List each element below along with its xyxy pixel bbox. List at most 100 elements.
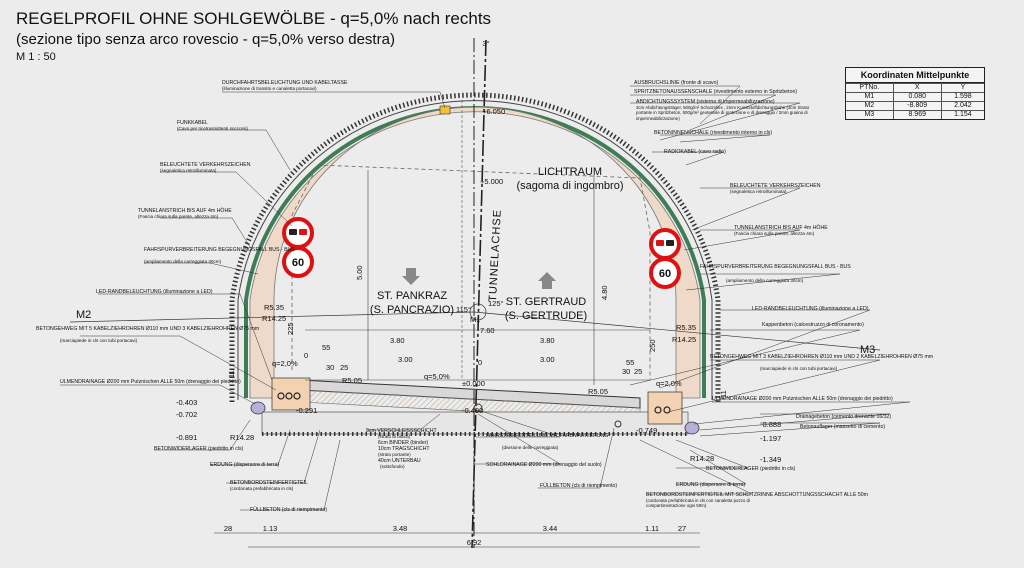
coordinate-table: Koordinaten Mittelpunkte PTNo. X Y M1 0.…: [845, 67, 985, 120]
elevation-label: -0.403: [176, 398, 197, 407]
radius-535-left: R5.35: [264, 303, 284, 312]
cable-duct: [293, 392, 301, 400]
dim-250: 250: [648, 339, 657, 352]
label-abutment-left: BETONWIDERLAGER (piedritto in cls): [154, 446, 244, 452]
radius-1425-right: R14.25: [672, 335, 696, 344]
left-drainage: [250, 401, 266, 415]
label-curb-left-it: (cordonata prefabbricata in cls): [230, 486, 294, 491]
elevation-label: -0.888: [760, 420, 781, 429]
label-wear-layer-it: (strato di usura): [378, 434, 411, 439]
label-grounding-left: ERDUNG (dispersore di terra): [210, 462, 279, 468]
label-curb-left: BETONBORDSTEINFERTIGTEIL: [230, 480, 308, 486]
label-radio-cable: FUNKKABEL: [177, 120, 208, 126]
direction-left: ST. PANKRAZ: [377, 290, 447, 302]
tilted-axis: [471, 39, 487, 549]
m3-line: [473, 311, 881, 351]
label-led-left: LED-RANDBELEUCHTUNG (illuminazione a LED…: [96, 289, 213, 295]
right-curb-drain: [614, 420, 622, 428]
label-lighting: DURCHFAHRTSBELEUCHTUNG UND KABELTASSE: [222, 80, 348, 86]
label-curb-right: BETONBORDSTEINFERTIGTEIL MIT SCHLITZRINN…: [646, 492, 868, 498]
coord-cell: 1.598: [941, 92, 984, 102]
walkway-slope-left: q=2,0%: [272, 359, 298, 368]
dim-30-right: 30: [622, 367, 630, 376]
radius-535-right: R5.35: [676, 323, 696, 332]
radius-1425-left: R14.25: [262, 314, 286, 323]
label-paint-left-it: (Fascia chiara sulla parete, altezza 4m): [138, 214, 219, 219]
coord-cell: -8.809: [893, 101, 942, 111]
label-abutment-right: BETONWIDERLAGER (piedritto in cls): [706, 466, 796, 472]
m2-line: [69, 311, 475, 323]
bottom-dim: 27: [678, 524, 686, 533]
label-widening-right: FAHRSPURVERBREITERUNG BEGEGNUNGSFALL BUS…: [700, 264, 851, 270]
label-base-course-it: (strato portante): [378, 452, 411, 457]
label-signs-left: BELEUCHTETE VERKEHRSZEICHEN: [160, 162, 251, 168]
leader-lines: [60, 85, 911, 511]
radius-1428-left: R14.28: [230, 433, 254, 442]
label-walkway-right-it: (marciapiede in cls con tubi portacavi): [760, 366, 838, 371]
angle-left: 115°: [456, 305, 471, 314]
direction-right-it: (S. GERTRUDE): [505, 310, 587, 322]
label-drainage-left: ULMENDRAINAGE Ø200 mm Putznischen ALLE 5…: [60, 379, 241, 385]
m1-center: [469, 303, 487, 321]
bottom-dim: 28: [224, 524, 232, 533]
car-icon: [289, 229, 297, 235]
cable-duct: [654, 406, 662, 414]
coord-header: Y: [941, 83, 984, 93]
car-icon: [299, 229, 307, 235]
label-widening-right-it: (ampliamento della carreggiata 30cm): [726, 278, 804, 283]
dim-300-left: 3.00: [398, 355, 413, 364]
coord-cell: M3: [846, 110, 894, 119]
coord-header: X: [893, 83, 942, 93]
car-icon: [656, 240, 664, 246]
arrow-up-icon: [538, 272, 556, 289]
label-wear-layer: 3cm VERSCHLEISSSCHICHT: [366, 428, 437, 434]
speed-limit-left: 60: [292, 257, 304, 269]
label-paint-right-it: (Fascia chiara sulla parete, altezza 4m): [734, 231, 815, 236]
waterproofing-layer: [244, 106, 706, 398]
drawing-subtitle: (sezione tipo senza arco rovescio - q=5,…: [16, 31, 395, 48]
cable-duct: [663, 406, 671, 414]
speed-sign-left: [282, 246, 314, 278]
clearance-label: LICHTRAUM: [538, 166, 602, 178]
walkway-slope-right: q=2,0%: [656, 379, 682, 388]
bottom-dim: 3.48: [393, 524, 408, 533]
label-signs-right-it: (segnaletica retroilluminata): [730, 189, 787, 194]
point-m2: M2: [76, 309, 91, 321]
clearance-label-it: (sagoma di ingombro): [517, 180, 624, 192]
coord-cell: M1: [846, 92, 894, 102]
direction-left-it: (S. PANCRAZIO): [370, 304, 454, 316]
coord-cell: 1.154: [941, 110, 984, 119]
shotcrete-outer-shell: [237, 100, 713, 400]
label-paint-left: TUNNELANSTRICH BIS AUF 4m HÖHE: [138, 207, 232, 214]
arrow-down-icon: [402, 268, 420, 285]
label-subbase-it: (sottofondo): [380, 464, 405, 469]
elevation-label: -1.349: [760, 455, 781, 464]
clearance-envelope: [291, 164, 651, 380]
drawing-title: REGELPROFIL OHNE SOHLGEWÖLBE - q=5,0% na…: [16, 9, 492, 28]
label-lighting-it: (illuminazione di transito e canaletta p…: [222, 86, 317, 91]
elevation-label: -0.749: [636, 426, 657, 435]
zero-right: 0: [478, 358, 482, 367]
label-paint-right: TUNNELANSTRICH BIS AUF 4m HÖHE: [734, 224, 828, 231]
crown-light: [439, 105, 451, 115]
excavation-line: [229, 92, 721, 402]
label-base-course: 10cm TRAGSCHICHT: [378, 446, 430, 452]
label-drainage-concrete: Drainagebeton (cemento drenante 16/32): [796, 414, 891, 420]
label-grounding-right: ERDUNG (dispersore di terra): [676, 482, 745, 488]
dim-25-right: 25: [634, 367, 642, 376]
label-curb-right-detail: (cordonata prefabbricata in cls con cana…: [646, 498, 750, 508]
label-signs-right: BELEUCHTETE VERKEHRSZEICHEN: [730, 183, 821, 189]
label-lane-marking-it: (divisione delle carreggiata): [502, 445, 559, 450]
elevation-label: -0.702: [176, 410, 197, 419]
dim-11-right: 11: [719, 390, 728, 398]
label-subbase: 40cm UNTERBAU: [378, 458, 421, 464]
coord-header: PTNo.: [846, 83, 894, 93]
label-walkway-left: BETONGEHWEG MIT 5 KABELZIEHROHREN Ø110 m…: [36, 326, 259, 332]
elevation-label: -0.291: [296, 406, 317, 415]
radius-505-right: R5.05: [588, 387, 608, 396]
dim-height-right: 4.80: [600, 285, 609, 300]
clearance-elevation: +5.000: [480, 177, 503, 186]
coord-cell: 0.080: [893, 92, 942, 102]
bottom-dim-total: 6.92: [467, 538, 482, 547]
